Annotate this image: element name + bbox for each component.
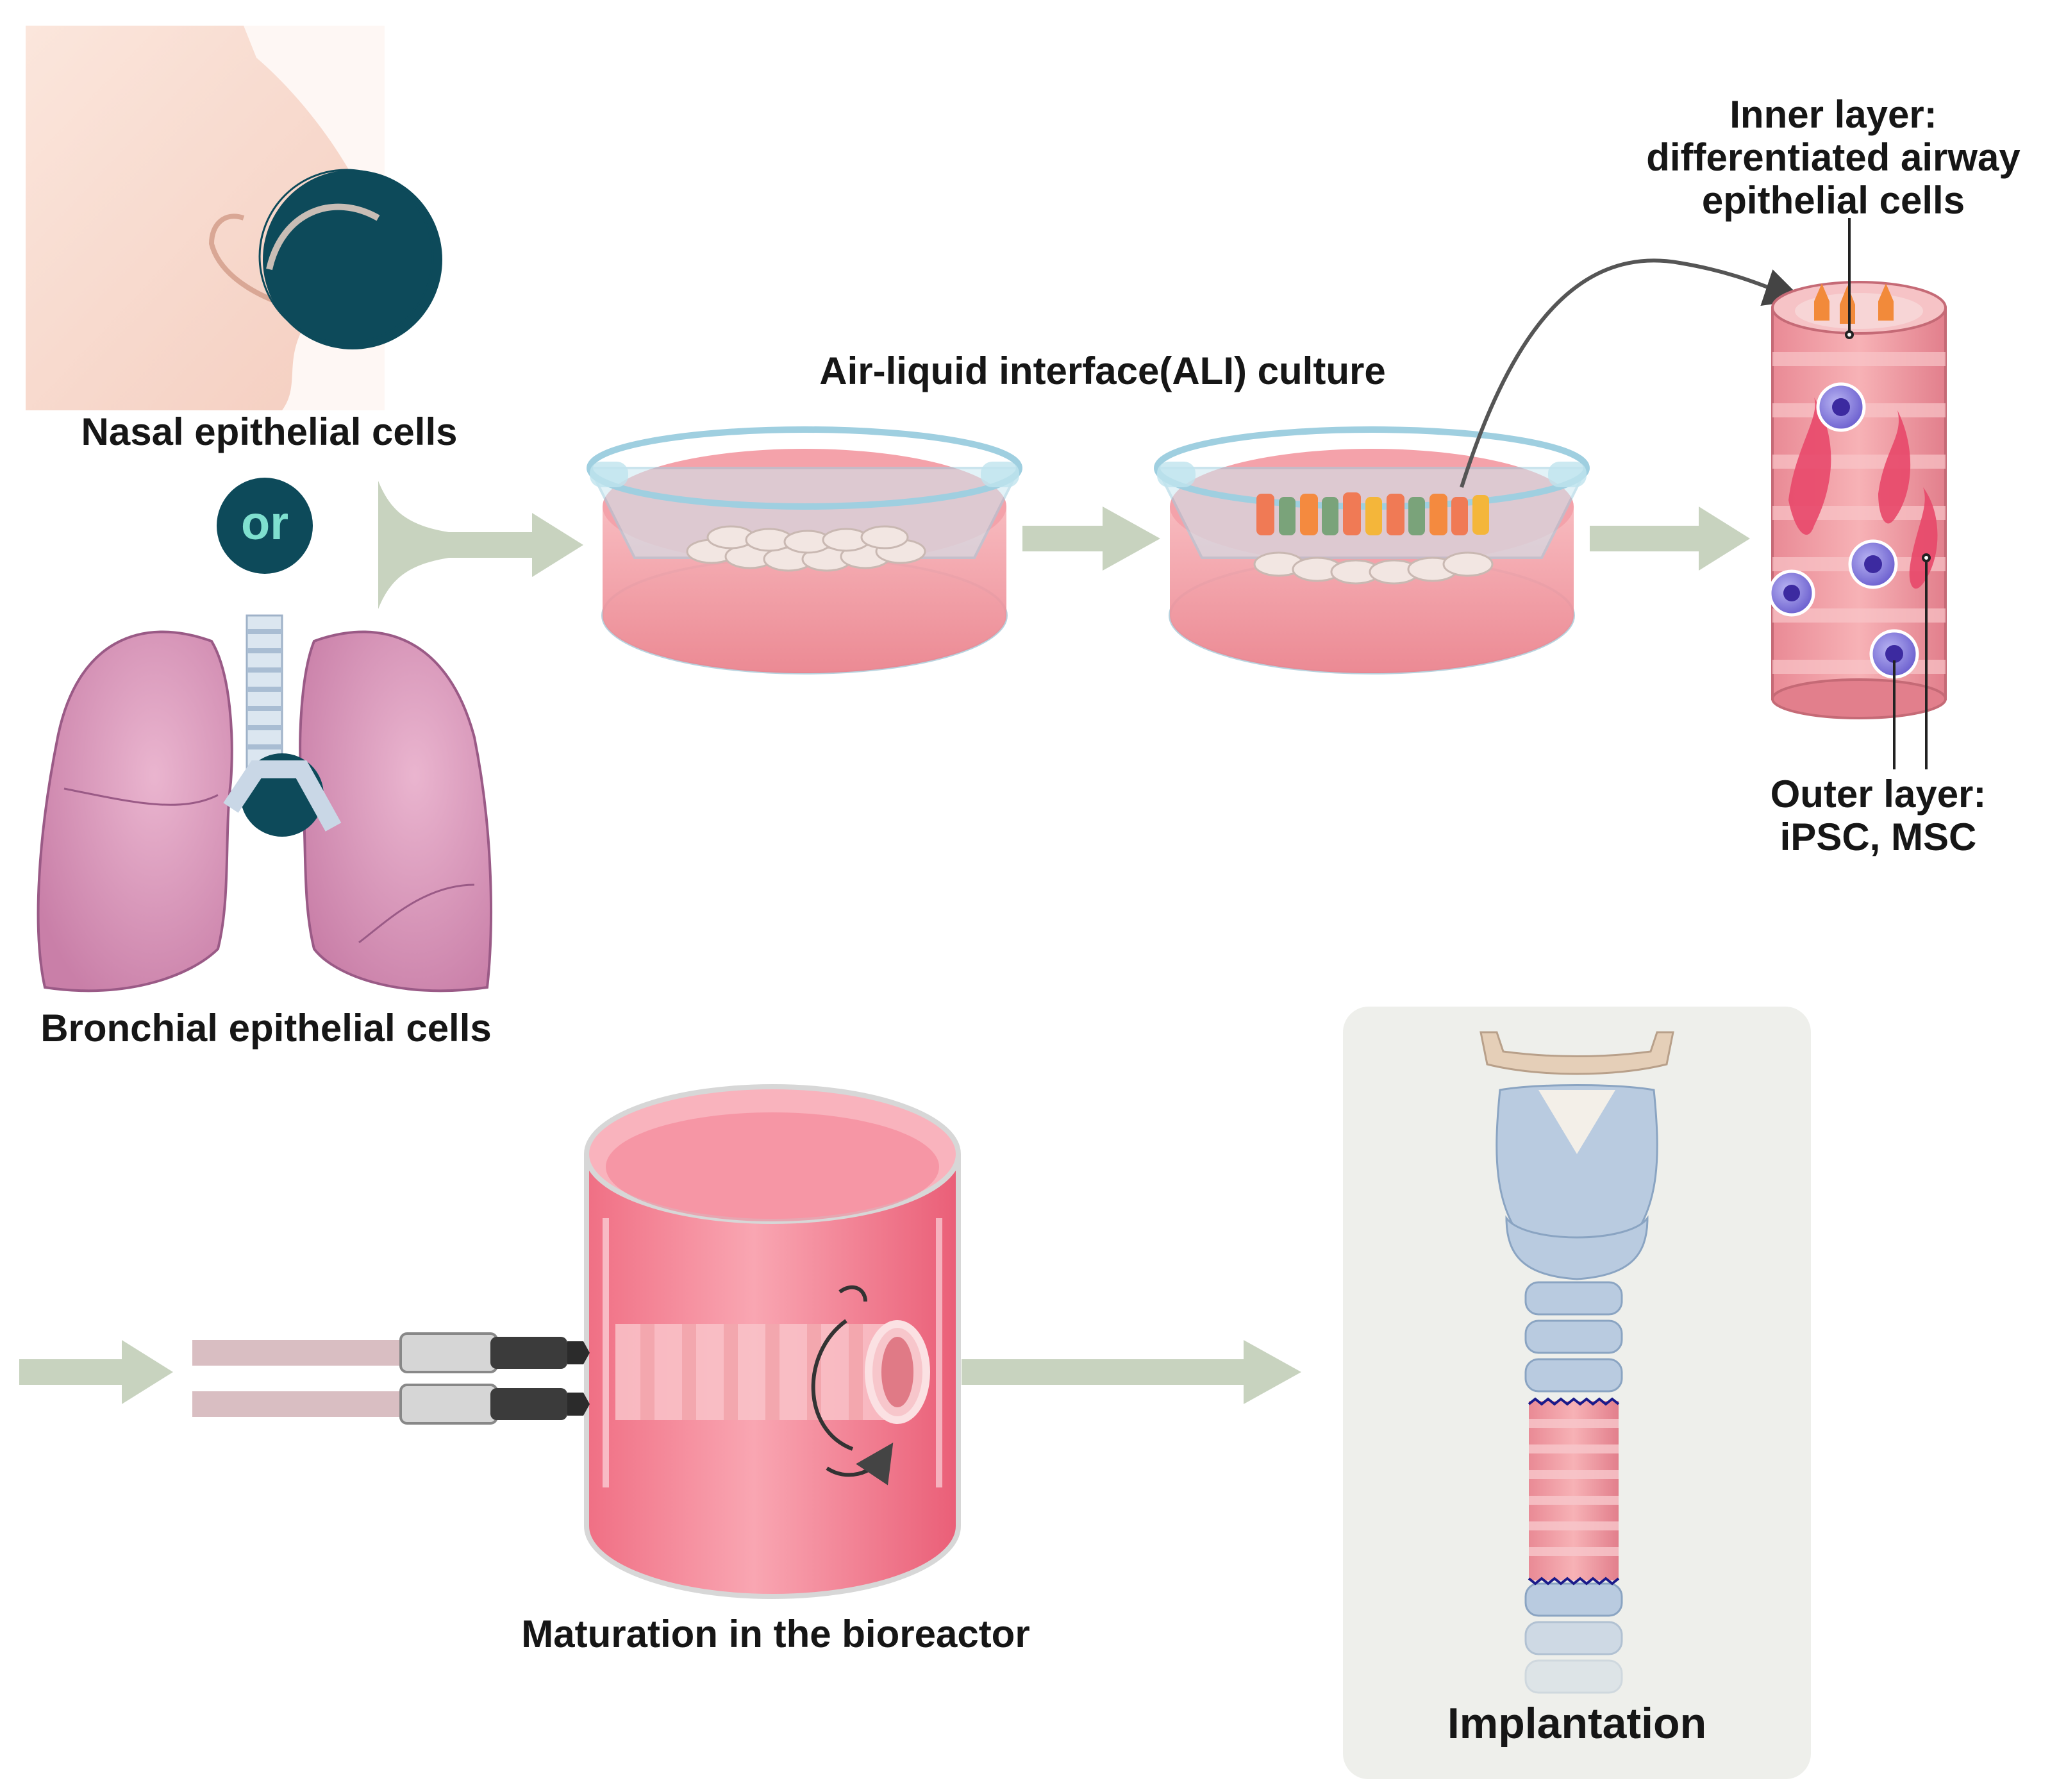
inner-layer-line-2: differentiated airway (1646, 136, 2021, 180)
nose-zoom-circle (258, 169, 442, 349)
inner-layer-cells (1814, 283, 1894, 324)
flow-arrows (19, 481, 1750, 1404)
implantation-panel (1343, 1007, 1811, 1779)
culture-dish-2 (1154, 426, 1590, 674)
arrow-dish-to-dish (1022, 507, 1160, 571)
bioreactor-label: Maturation in the bioreactor (521, 1612, 1030, 1655)
or-label: or (241, 496, 288, 549)
perfusion-tubes (192, 1332, 590, 1425)
trachea (246, 614, 283, 777)
outer-layer-msc (1788, 398, 1938, 589)
arrow-into-bioreactor (19, 1340, 173, 1404)
cell-layer-2 (1253, 551, 1494, 585)
curved-arrow (1460, 258, 1803, 488)
recipient-trachea (1524, 1281, 1623, 1694)
arrow-dish-to-graft (1590, 507, 1750, 571)
bronchus-zoom-circle (223, 753, 342, 837)
differentiated-cells (1256, 492, 1489, 535)
tracheal-graft (1768, 218, 1947, 769)
outer-layer-ipsc (1768, 382, 1919, 679)
or-badge (217, 478, 313, 574)
implanted-graft (1528, 1397, 1620, 1586)
bioreactor (192, 1084, 961, 1599)
merge-arrow (378, 481, 583, 609)
graft-in-bioreactor (615, 1285, 930, 1486)
outer-layer-line-1: Outer layer: (1770, 773, 1987, 816)
arrow-to-implantation (962, 1340, 1301, 1404)
nasal-label: Nasal epithelial cells (81, 410, 458, 453)
outer-layer-label: Outer layer: iPSC, MSC (1731, 773, 2026, 858)
implantation-label: Implantation (1447, 1699, 1707, 1748)
leader-lines (1845, 218, 1931, 769)
inner-layer-label: Inner layer: differentiated airway epith… (1622, 93, 2045, 222)
lungs-illustration (37, 614, 492, 992)
bronchial-label: Bronchial epithelial cells (40, 1007, 492, 1050)
inner-layer-line-3: epithelial cells (1701, 179, 1965, 222)
inner-layer-line-1: Inner layer: (1729, 93, 1937, 136)
outer-layer-line-2: iPSC, MSC (1779, 816, 1977, 859)
cell-layer-1 (686, 525, 926, 572)
ali-label: Air-liquid interface(ALI) culture (819, 349, 1386, 392)
culture-dish-1 (587, 426, 1022, 674)
larynx (1479, 1031, 1674, 1280)
